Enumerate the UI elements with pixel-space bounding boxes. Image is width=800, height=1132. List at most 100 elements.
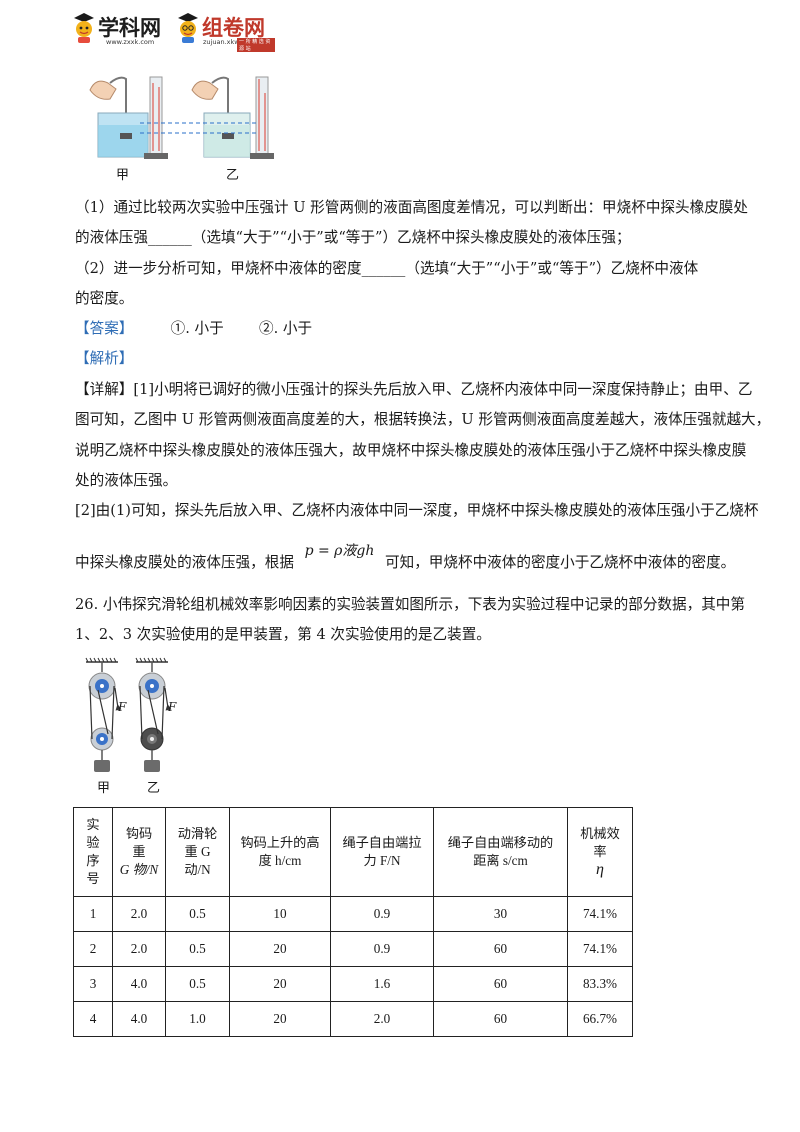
pressure-formula: p = ρ液gh xyxy=(304,543,375,559)
table-cell: 74.1% xyxy=(567,931,633,967)
ceiling-right xyxy=(135,657,168,663)
header-text: 绳子自由端拉 xyxy=(342,835,422,850)
table-row: 1 2.0 0.5 10 0.9 30 74.1% xyxy=(73,896,633,932)
table-cell: 0.9 xyxy=(330,931,434,967)
header-text: 度 h/cm xyxy=(258,853,302,868)
q26-stem-line2: 1、2、3 次实验使用的是甲装置，第 4 次实验使用的是乙装置。 xyxy=(75,626,491,643)
detail-line-6: 中探头橡皮膜处的液体压强，根据 p = ρ液gh 可知，甲烧杯中液体的密度小于乙… xyxy=(75,543,736,573)
pulley-system-yi xyxy=(138,662,172,772)
experiment-data-table: 实 验 序 号 钩码 重 G 物/N 动滑轮 重 G 动/N 钩码上升的高 度 … xyxy=(73,807,633,1037)
table-cell: 2.0 xyxy=(330,1001,434,1037)
header-text: 重 xyxy=(132,844,146,859)
table-row: 4 4.0 1.0 20 2.0 60 66.7% xyxy=(73,1001,633,1037)
answer-1: ①. 小于 xyxy=(170,320,224,337)
header-text: 绳子自由端移动的 xyxy=(447,835,554,850)
header-text: 实 xyxy=(86,817,100,832)
header-text: 机械效 xyxy=(580,826,620,841)
answer-tag: 【答案】 xyxy=(75,320,134,337)
q26-stem-line1: 26. 小伟探究滑轮组机械效率影响因素的实验装置如图所示，下表为实验过程中记录的… xyxy=(75,596,745,613)
header-text: 动滑轮 xyxy=(177,826,218,841)
header-text: 钩码上升的高 xyxy=(240,835,320,850)
analysis-tag: 【解析】 xyxy=(75,350,134,367)
detail-text-1: [1]小明将已调好的微小压强计的探头先后放入甲、乙烧杯内液体中同一深度保持静止；… xyxy=(133,381,753,398)
logo-xuekewang-text: 学科网 xyxy=(98,16,161,40)
table-cell: 1 xyxy=(73,896,113,932)
q25-part1-line1: （1）通过比较两次实验中压强计 U 形管两侧的液面高图度差情况，可以判断出：甲烧… xyxy=(75,199,748,216)
table-cell: 66.7% xyxy=(567,1001,633,1037)
ceiling-left xyxy=(85,657,118,663)
table-header-row: 实 验 序 号 钩码 重 G 物/N 动滑轮 重 G 动/N 钩码上升的高 度 … xyxy=(73,807,633,897)
table-cell: 20 xyxy=(229,966,331,1002)
table-cell: 0.5 xyxy=(165,966,230,1002)
logo-zujuanwang-url: zujuan.xkw.com xyxy=(203,38,255,46)
table-cell: 2 xyxy=(73,931,113,967)
header-text: η xyxy=(596,861,604,878)
figure2-label-jia: 甲 xyxy=(97,781,111,796)
table-cell: 3 xyxy=(73,966,113,1002)
force-label-jia: F xyxy=(118,700,127,714)
figure1-label-jia: 甲 xyxy=(116,168,130,183)
header-text: 力 F/N xyxy=(363,853,401,868)
header-text: 动/N xyxy=(184,862,211,877)
detail-line-1: 【详解】[1]小明将已调好的微小压强计的探头先后放入甲、乙烧杯内液体中同一深度保… xyxy=(75,380,752,400)
detail-tag: 【详解】 xyxy=(75,381,134,398)
table-cell: 4 xyxy=(73,1001,113,1037)
table-cell: 1.6 xyxy=(330,966,434,1002)
detail-line-2: 图可知，乙图中 U 形管两侧液面高度差的大，根据转换法，U 形管两侧液面高度差越… xyxy=(75,411,771,428)
table-cell: 60 xyxy=(433,931,568,967)
logo-xuekewang-url: www.zxxk.com xyxy=(106,38,155,46)
pressure-experiment-figure xyxy=(89,76,274,159)
header-hook-height: 钩码上升的高 度 h/cm xyxy=(229,807,331,897)
header-text: G 物/N xyxy=(119,862,159,877)
header-text: 钩码 xyxy=(125,826,153,841)
detail-line-5: [2]由(1)可知，探头先后放入甲、乙烧杯内液体中同一深度，甲烧杯中探头橡皮膜处… xyxy=(75,502,759,519)
pulley-system-jia xyxy=(88,662,122,772)
detail-line-4: 处的液体压强。 xyxy=(75,472,178,489)
header-text: 验 xyxy=(86,835,100,850)
table-cell: 1.0 xyxy=(165,1001,230,1037)
force-label-yi: F xyxy=(168,700,177,714)
header-pulley-weight: 动滑轮 重 G 动/N xyxy=(165,807,230,897)
mascot-icon xyxy=(74,13,94,43)
header-text: 率 xyxy=(593,844,607,859)
figure2-label-yi: 乙 xyxy=(147,781,161,796)
header-rope-distance: 绳子自由端移动的 距离 s/cm xyxy=(433,807,568,897)
table-cell: 74.1% xyxy=(567,896,633,932)
table-cell: 83.3% xyxy=(567,966,633,1002)
table-cell: 0.5 xyxy=(165,896,230,932)
header-text: 距离 s/cm xyxy=(473,853,528,868)
right-beaker-setup xyxy=(191,76,274,159)
header-trial-no: 实 验 序 号 xyxy=(73,807,113,897)
table-cell: 4.0 xyxy=(112,966,166,1002)
answer-row: 【答案】 ①. 小于 ②. 小于 xyxy=(75,319,312,339)
detail-line-3: 说明乙烧杯中探头橡皮膜处的液体压强大，故甲烧杯中探头橡皮膜处的液体压强小于乙烧杯… xyxy=(75,442,747,459)
table-row: 2 2.0 0.5 20 0.9 60 74.1% xyxy=(73,931,633,967)
left-beaker-setup xyxy=(89,76,168,159)
header-efficiency: 机械效 率 η xyxy=(567,807,633,897)
header-hook-weight: 钩码 重 G 物/N xyxy=(112,807,166,897)
mascot-icon xyxy=(178,13,198,43)
table-cell: 0.9 xyxy=(330,896,434,932)
answer-2: ②. 小于 xyxy=(259,320,313,337)
q25-part2-line2: 的密度。 xyxy=(75,290,134,307)
table-cell: 2.0 xyxy=(112,896,166,932)
header-rope-force: 绳子自由端拉 力 F/N xyxy=(330,807,434,897)
header-text: 重 G xyxy=(184,844,211,859)
logo-zujuanwang-badge: 一 所 精 选 资 源 站 xyxy=(237,38,275,52)
pulley-figure xyxy=(85,657,172,772)
detail-text-6a: 中探头橡皮膜处的液体压强，根据 xyxy=(75,554,294,571)
detail-text-6b: 可知，甲烧杯中液体的密度小于乙烧杯中液体的密度。 xyxy=(385,554,736,571)
table-cell: 0.5 xyxy=(165,931,230,967)
table-row: 3 4.0 0.5 20 1.6 60 83.3% xyxy=(73,966,633,1002)
logo-xuekewang: 学科网 www.zxxk.com xyxy=(72,10,172,46)
table-cell: 4.0 xyxy=(112,1001,166,1037)
header-text: 序 xyxy=(86,853,100,868)
table-cell: 10 xyxy=(229,896,331,932)
table-cell: 20 xyxy=(229,1001,331,1037)
table-cell: 60 xyxy=(433,966,568,1002)
q25-part1-line2: 的液体压强______（选填“大于”“小于”或“等于”）乙烧杯中探头橡皮膜处的液… xyxy=(75,229,631,246)
table-cell: 20 xyxy=(229,931,331,967)
logo-zujuanwang-text: 组卷网 xyxy=(202,16,265,40)
figure1-label-yi: 乙 xyxy=(226,168,240,183)
table-cell: 30 xyxy=(433,896,568,932)
